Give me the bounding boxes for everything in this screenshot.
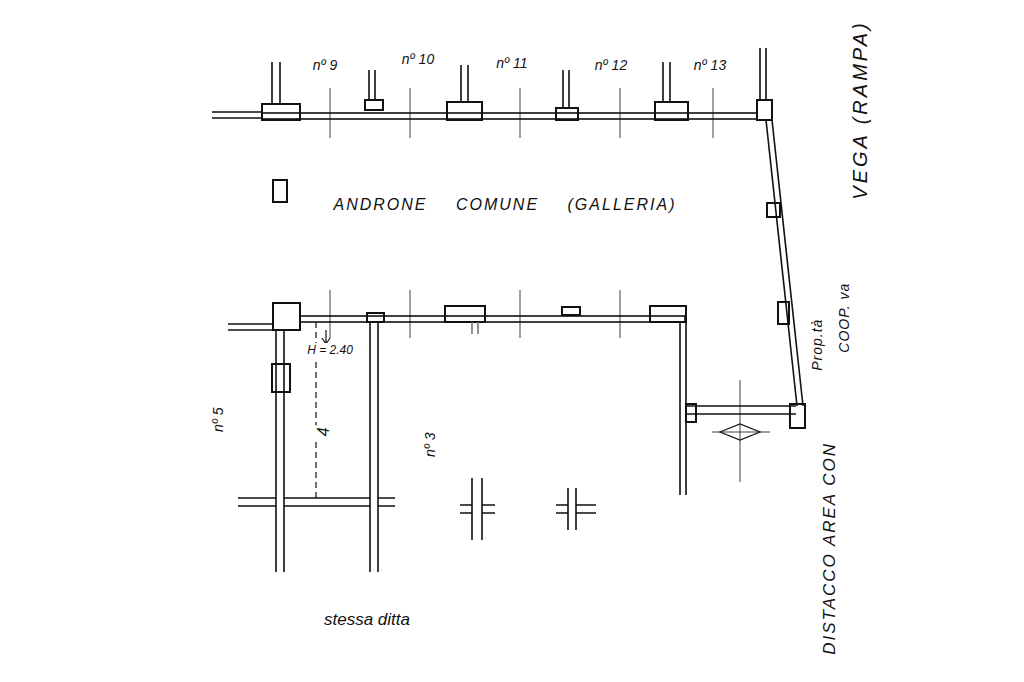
boundary-note: DISTACCO AREA CON [821, 442, 840, 655]
box-number: nº 13 [694, 58, 726, 73]
neighbour-name: COOP. va [837, 283, 852, 353]
axis-lines [330, 88, 770, 482]
height-arrow [322, 330, 330, 344]
neighbour-name: Prop.tà [810, 319, 825, 371]
square-symbol [273, 180, 287, 202]
wall [212, 48, 805, 572]
box-number: nº 10 [402, 52, 434, 67]
area-name: ANDRONE COMUNE (GALLERIA) [334, 196, 677, 214]
owner-note: stessa ditta [324, 611, 410, 630]
room-number: nº 5 [210, 408, 225, 433]
box-number: nº 12 [595, 58, 627, 73]
box-number: nº 11 [496, 56, 527, 71]
room-number: 4 [313, 426, 333, 439]
room-number: nº 3 [422, 433, 437, 458]
height-dimension: H = 2.40 [305, 343, 355, 358]
box-number: nº 9 [313, 58, 338, 73]
neighbour-name: VEGA (RAMPA) [849, 20, 871, 199]
